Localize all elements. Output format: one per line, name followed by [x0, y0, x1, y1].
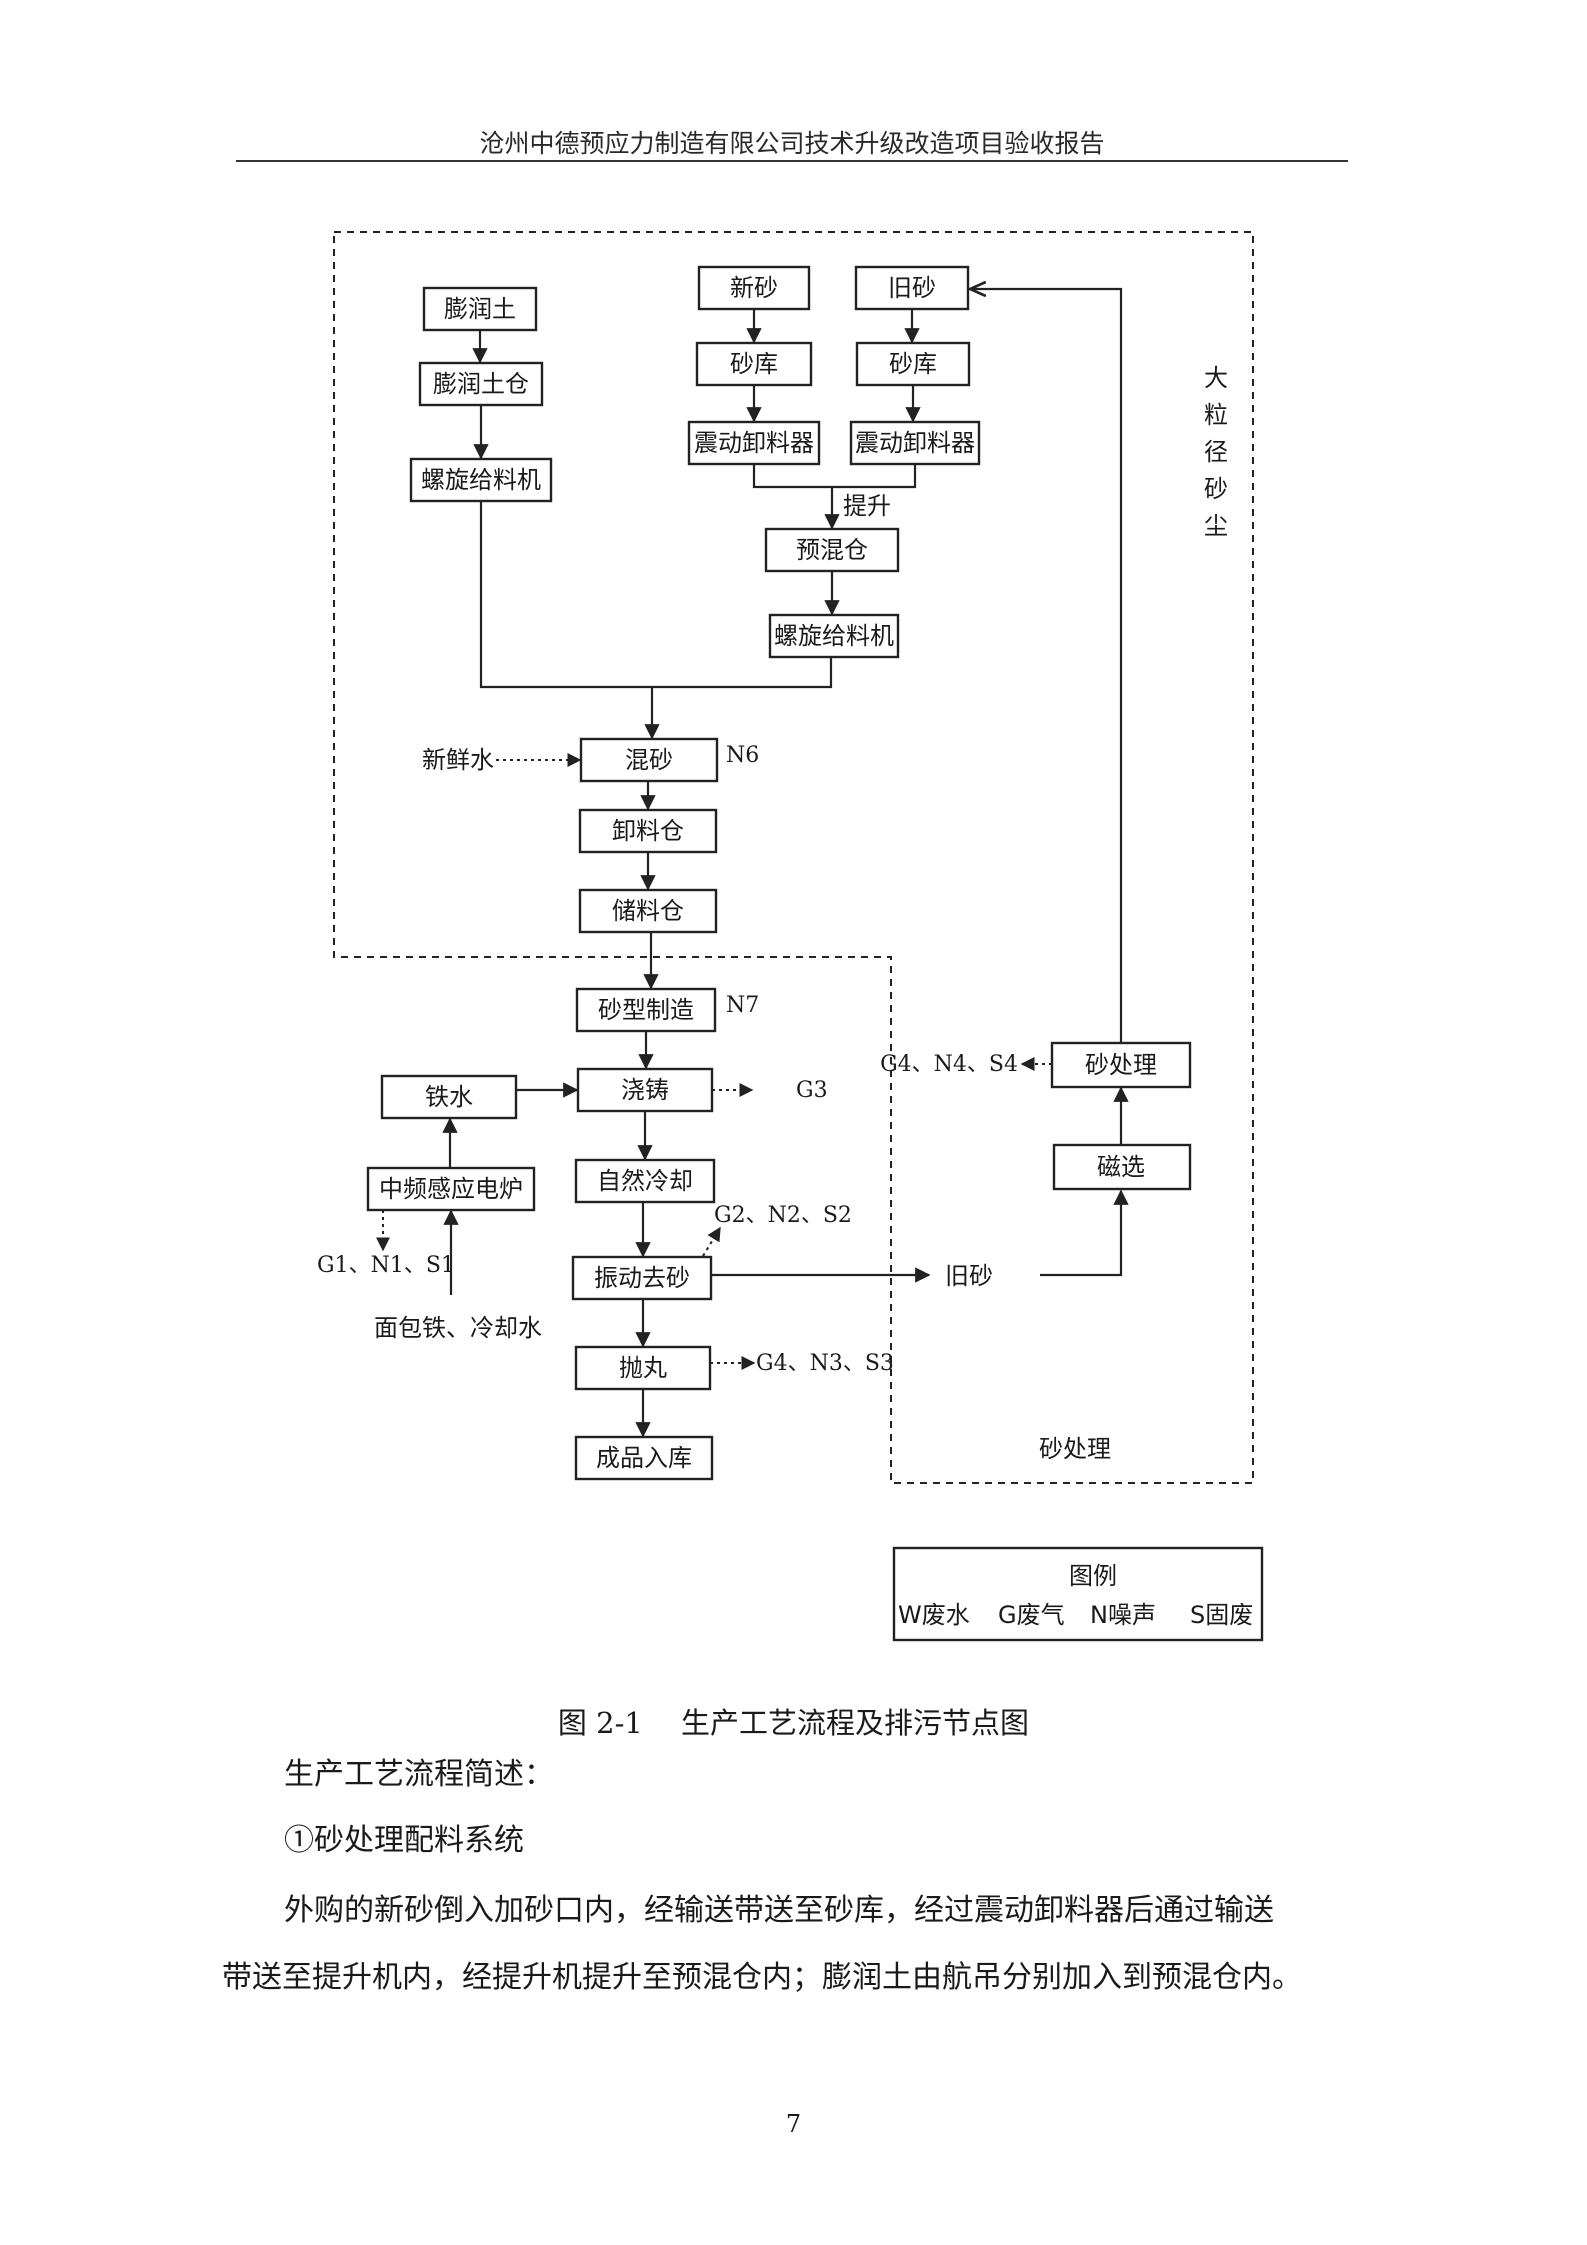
dust-label-char-4: 砂: [1204, 475, 1228, 503]
storage-bin-box: [578, 888, 718, 934]
sand-mixing-box: [579, 737, 719, 783]
bentonite-box: [422, 286, 538, 332]
finished-storage-box: [574, 1435, 714, 1481]
sand-treatment-emission-tag: G4、N4、S4: [880, 1052, 1018, 1077]
new-sand-label: 新砂: [730, 274, 778, 302]
legend-title: 图例: [1069, 1562, 1117, 1590]
sand-treatment-box: [1050, 1041, 1192, 1089]
legend-item-wastewater: W废水: [898, 1601, 970, 1629]
old-sand-label: 旧砂: [888, 274, 936, 302]
bentonite-label: 膨润土: [444, 295, 516, 323]
sand-prep-region-outline: [333, 231, 1254, 1484]
magnetic-separation-box: [1052, 1143, 1192, 1191]
bentonite-bin-label: 膨润土仓: [433, 370, 529, 398]
natural-cooling-box: [574, 1158, 716, 1204]
fresh-water-label: 新鲜水: [422, 746, 494, 774]
legend-item-noise: N噪声: [1090, 1601, 1156, 1629]
screw-feeder-right-box: [768, 613, 900, 659]
new-sand-vibrator-label: 震动卸料器: [694, 429, 814, 457]
premix-bin-label: 预混仓: [796, 536, 868, 564]
section-heading: 生产工艺流程简述：: [284, 1757, 554, 1792]
molten-iron-label: 铁水: [425, 1083, 473, 1111]
new-sand-vibrator-box: [687, 420, 821, 466]
shakeout-label: 振动去砂: [594, 1264, 690, 1292]
sand-treatment-label: 砂处理: [1085, 1051, 1157, 1079]
magnetic-separation-label: 磁选: [1097, 1153, 1145, 1181]
shotblast-emission-tag: G4、N3、S3: [756, 1351, 894, 1376]
old-sand-vibrator-label: 震动卸料器: [855, 429, 975, 457]
sand-mixing-label: 混砂: [625, 746, 673, 774]
figure-caption: 图 2-1 生产工艺流程及排污节点图: [557, 1706, 1030, 1740]
old-sand-storage-box: [855, 341, 971, 387]
dust-label-char-5: 尘: [1204, 512, 1228, 540]
mixing-noise-tag: N6: [726, 743, 759, 768]
dust-label-char-2: 粒: [1204, 401, 1228, 429]
pouring-box: [576, 1067, 714, 1113]
header-rule: [236, 160, 1348, 162]
pouring-label: 浇铸: [621, 1076, 669, 1104]
legend-item-exhaust: G废气: [998, 1601, 1065, 1629]
page-number: 7: [785, 2110, 802, 2138]
shakeout-box: [571, 1255, 713, 1301]
screw-feeder-left-label: 螺旋给料机: [421, 466, 541, 494]
process-flowchart: 膨润土 膨润土仓 螺旋给料机 新砂 砂库 震动卸料器 旧砂 砂库 震动卸料器 提…: [317, 231, 1264, 1642]
sand-area-label: 砂处理: [1039, 1435, 1111, 1463]
induction-furnace-label: 中频感应电炉: [379, 1175, 523, 1203]
dust-label-char-1: 大: [1204, 364, 1228, 392]
new-sand-storage-label: 砂库: [730, 350, 778, 378]
furnace-input-label: 面包铁、冷却水: [374, 1314, 542, 1342]
mold-making-box: [575, 987, 717, 1033]
natural-cooling-label: 自然冷却: [597, 1167, 693, 1195]
unloading-bin-label: 卸料仓: [612, 817, 684, 845]
molding-noise-tag: N7: [726, 993, 759, 1018]
unloading-bin-box: [578, 808, 718, 854]
storage-bin-label: 储料仓: [612, 897, 684, 925]
screw-feeder-right-label: 螺旋给料机: [774, 622, 894, 650]
new-sand-box: [697, 265, 811, 311]
old-sand-storage-label: 砂库: [889, 350, 937, 378]
recycled-sand-label: 旧砂: [945, 1262, 993, 1290]
dust-label-char-3: 径: [1204, 438, 1228, 466]
section-subheading: ①砂处理配料系统: [284, 1823, 524, 1858]
old-sand-vibrator-box: [849, 420, 981, 466]
mold-making-label: 砂型制造: [598, 996, 694, 1024]
page-header: 沧州中德预应力制造有限公司技术升级改造项目验收报告: [479, 129, 1105, 158]
lift-label: 提升: [843, 492, 891, 520]
legend-item-solid-waste: S固废: [1190, 1601, 1253, 1629]
old-sand-box: [854, 265, 970, 311]
new-sand-storage-box: [695, 341, 813, 387]
paragraph-line-1: 外购的新砂倒入加砂口内，经输送带送至砂库，经过震动卸料器后通过输送: [284, 1893, 1274, 1928]
shakeout-emission-tag: G2、N2、S2: [714, 1203, 852, 1228]
pouring-emission-tag: G3: [796, 1078, 828, 1103]
molten-iron-box: [380, 1074, 518, 1120]
furnace-emission-tag: G1、N1、S1: [317, 1253, 455, 1278]
paragraph-line-2: 带送至提升机内，经提升机提升至预混仓内；膨润土由航吊分别加入到预混仓内。: [222, 1960, 1302, 1995]
shot-blasting-box: [574, 1345, 712, 1391]
legend-box: [892, 1546, 1264, 1642]
finished-storage-label: 成品入库: [596, 1444, 692, 1472]
shot-blasting-label: 抛丸: [619, 1354, 667, 1382]
